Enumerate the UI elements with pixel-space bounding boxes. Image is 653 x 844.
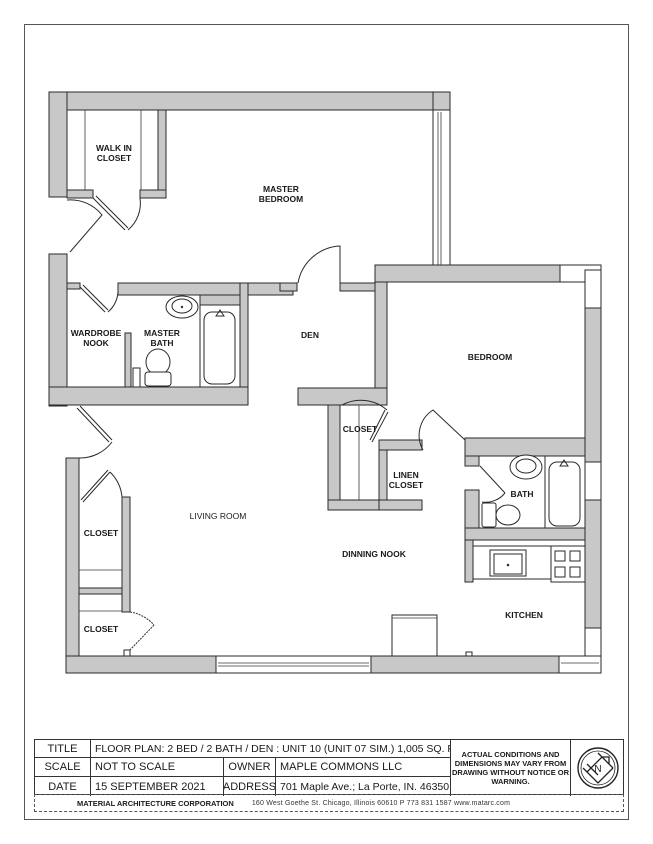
address-value: 701 Maple Ave.; La Porte, IN. 46350 bbox=[276, 777, 451, 796]
room-label-closet-1: CLOSET bbox=[83, 528, 119, 538]
date-value: 15 SEPTEMBER 2021 bbox=[91, 777, 224, 796]
title-label: TITLE bbox=[35, 740, 91, 758]
room-label-dinning-nook: DINNING NOOK bbox=[342, 549, 406, 559]
room-label-walk-in-closet: WALK IN CLOSET bbox=[96, 143, 132, 163]
room-label-bedroom: BEDROOM bbox=[467, 352, 513, 362]
room-label-wardrobe-nook: WARDROBE NOOK bbox=[70, 328, 122, 348]
owner-label: OWNER bbox=[224, 758, 276, 777]
date-label: DATE bbox=[35, 777, 91, 796]
room-label-hall-closet: CLOSET bbox=[342, 424, 378, 434]
room-label-closet-2: CLOSET bbox=[83, 624, 119, 634]
scale-value: NOT TO SCALE bbox=[91, 758, 224, 777]
room-label-kitchen: KITCHEN bbox=[505, 610, 543, 620]
disclaimer-note: ACTUAL CONDITIONS AND DIMENSIONS MAY VAR… bbox=[451, 740, 571, 796]
room-label-living-room: LIVING ROOM bbox=[189, 511, 247, 521]
footer-bar: MATERIAL ARCHITECTURE CORPORATION 160 We… bbox=[34, 794, 624, 812]
company-name: MATERIAL ARCHITECTURE CORPORATION bbox=[77, 798, 234, 808]
svg-text:N: N bbox=[594, 764, 601, 775]
scale-label: SCALE bbox=[35, 758, 91, 777]
title-block: TITLE FLOOR PLAN: 2 BED / 2 BATH / DEN :… bbox=[34, 739, 624, 796]
address-label: ADDRESS bbox=[224, 777, 276, 796]
room-label-master-bedroom: MASTER BEDROOM bbox=[258, 184, 304, 204]
room-label-master-bath: MASTER BATH bbox=[144, 328, 180, 348]
north-arrow-icon: N bbox=[576, 747, 619, 789]
room-label-linen-closet: LINEN CLOSET bbox=[388, 470, 424, 490]
north-arrow: N bbox=[571, 740, 624, 796]
stove-burners bbox=[554, 550, 581, 578]
room-label-den: DEN bbox=[301, 330, 319, 340]
company-address: 160 West Goethe St. Chicago, Illinois 60… bbox=[251, 799, 511, 807]
room-label-bath: BATH bbox=[510, 489, 534, 499]
drawing-sheet-border bbox=[24, 24, 629, 820]
title-value: FLOOR PLAN: 2 BED / 2 BATH / DEN : UNIT … bbox=[91, 740, 451, 758]
owner-value: MAPLE COMMONS LLC bbox=[276, 758, 451, 777]
